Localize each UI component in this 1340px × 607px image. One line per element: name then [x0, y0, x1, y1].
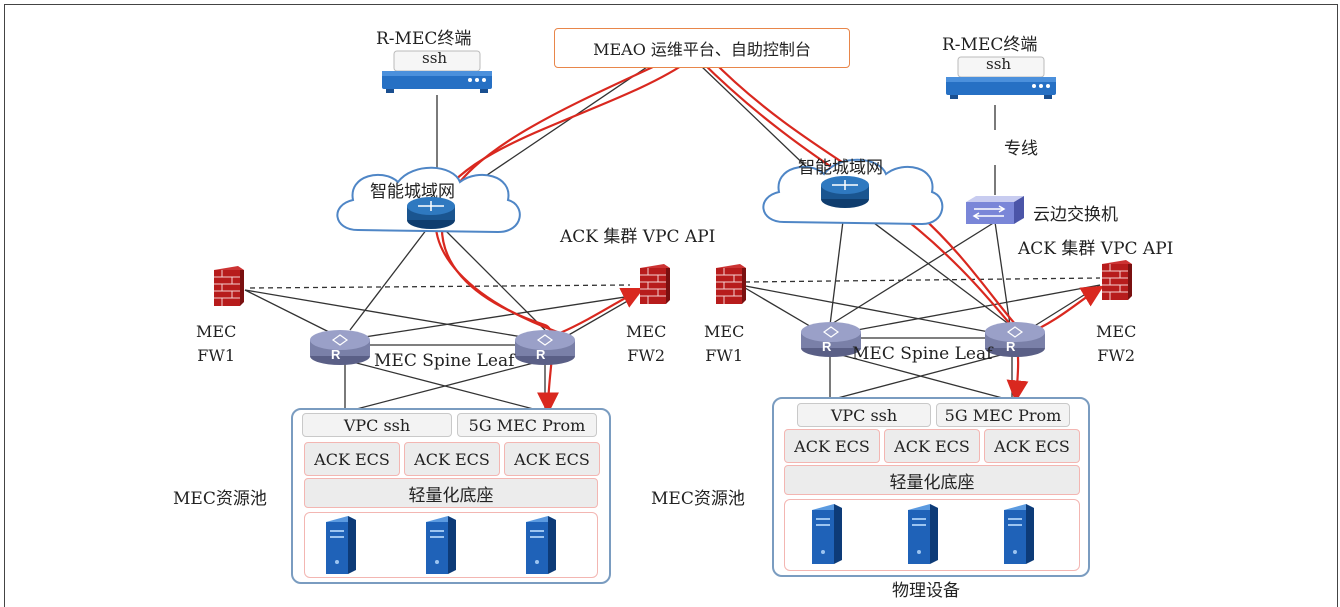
right-ecs-1: ACK ECS	[784, 429, 880, 463]
leased-line-label: 专线	[1004, 139, 1038, 159]
svg-text:R: R	[822, 339, 832, 354]
right-prom: 5G MEC Prom	[936, 403, 1070, 427]
svg-text:R: R	[536, 347, 546, 362]
left-ecs-3: ACK ECS	[504, 442, 600, 476]
right-pool-label: MEC资源池	[651, 489, 745, 509]
left-base: 轻量化底座	[304, 478, 598, 508]
firewall-icon	[208, 264, 246, 308]
left-vpc-ssh: VPC ssh	[302, 413, 452, 437]
router-icon: R	[800, 320, 862, 358]
switch-icon	[964, 194, 1026, 226]
right-cloud-label: 智能城域网	[798, 158, 883, 178]
terminal-device-icon: ssh	[380, 49, 494, 98]
right-base: 轻量化底座	[784, 465, 1080, 495]
server-icon	[522, 514, 558, 576]
cloud-switch-label: 云边交换机	[1033, 205, 1118, 225]
firewall-icon	[710, 262, 748, 306]
right-fw1-label: MEC FW1	[704, 322, 745, 365]
terminal-device-icon: ssh	[944, 55, 1058, 104]
right-ack-api-label: ACK 集群 VPC API	[1018, 239, 1174, 259]
left-cloud-label: 智能城域网	[370, 182, 455, 202]
router-icon: R	[514, 328, 576, 366]
server-icon	[904, 502, 940, 566]
meao-platform-box: MEAO 运维平台、自助控制台	[554, 28, 850, 68]
firewall-icon	[634, 262, 672, 306]
router-icon	[406, 196, 456, 230]
left-ack-api-label: ACK 集群 VPC API	[560, 227, 716, 247]
frame-border	[4, 4, 1338, 607]
server-icon	[808, 502, 844, 566]
left-spine-leaf-label: MEC Spine Leaf	[374, 351, 515, 371]
right-ecs-2: ACK ECS	[884, 429, 980, 463]
left-ecs-1: ACK ECS	[304, 442, 400, 476]
server-icon	[422, 514, 458, 576]
right-ecs-3: ACK ECS	[984, 429, 1080, 463]
router-icon: R	[984, 320, 1046, 358]
left-prom: 5G MEC Prom	[457, 413, 597, 437]
svg-text:R: R	[1006, 339, 1016, 354]
left-terminal-ssh: ssh	[422, 49, 448, 67]
server-icon	[1000, 502, 1036, 566]
svg-text:R: R	[331, 347, 341, 362]
physical-device-label: 物理设备	[892, 581, 960, 601]
left-pool-label: MEC资源池	[173, 489, 267, 509]
right-vpc-ssh: VPC ssh	[797, 403, 931, 427]
right-terminal-ssh: ssh	[986, 55, 1012, 73]
router-icon	[820, 175, 870, 209]
left-ecs-2: ACK ECS	[404, 442, 500, 476]
left-fw1-label: MEC FW1	[196, 322, 237, 365]
firewall-icon	[1096, 258, 1134, 302]
right-terminal-title: R-MEC终端	[942, 35, 1038, 55]
server-icon	[322, 514, 358, 576]
router-icon: R	[309, 328, 371, 366]
right-spine-leaf-label: MEC Spine Leaf	[852, 344, 993, 364]
left-fw2-label: MEC FW2	[626, 322, 667, 365]
left-terminal-title: R-MEC终端	[376, 29, 472, 49]
right-fw2-label: MEC FW2	[1096, 322, 1137, 365]
meao-platform-label: MEAO 运维平台、自助控制台	[593, 40, 811, 59]
